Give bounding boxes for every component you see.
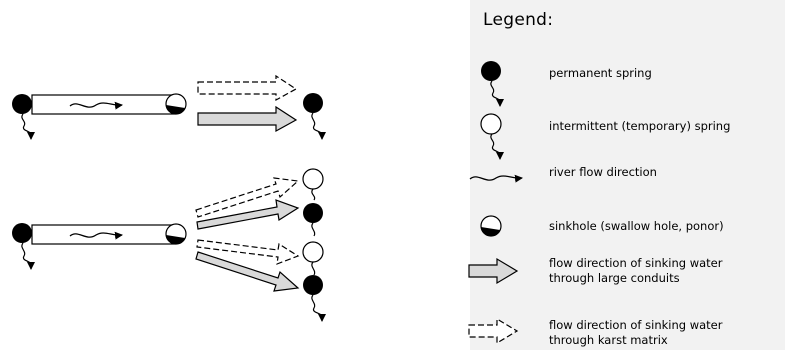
- karst-matrix-arrow-upper: [197, 74, 298, 102]
- large-conduit-arrow-1: [196, 199, 300, 230]
- karst-matrix-arrow-2: [196, 239, 300, 265]
- sinkhole-lower: [165, 223, 187, 245]
- karst-matrix-arrow-1: [195, 177, 300, 218]
- river-channel-upper: [31, 94, 176, 115]
- permanent-spring-2: [303, 275, 326, 322]
- legend-label-river-flow: river flow direction: [549, 165, 657, 179]
- legend-label-large-conduits-line2: through large conduits: [549, 271, 680, 285]
- permanent-spring-upper: [303, 93, 326, 140]
- legend-label-intermittent-spring: intermittent (temporary) spring: [549, 119, 731, 133]
- filled-spring-icon: [481, 61, 504, 107]
- intermittent-spring-1: [302, 168, 324, 201]
- legend-label-karst-matrix-line2: through karst matrix: [549, 333, 668, 347]
- legend-label-karst-matrix: flow direction of sinking water through …: [549, 318, 722, 348]
- scenario-upper: [12, 74, 326, 140]
- legend-label-permanent-spring: permanent spring: [549, 66, 652, 80]
- source-spring-upper: [12, 94, 35, 140]
- river-channel-lower: [31, 224, 176, 245]
- scenario-lower: [12, 168, 326, 322]
- source-spring-lower: [12, 223, 35, 270]
- dashed-flow-arrow-icon: [468, 317, 519, 345]
- large-conduit-arrow-2: [195, 251, 300, 292]
- large-conduit-arrow-upper: [197, 105, 298, 133]
- legend-label-large-conduits-line1: flow direction of sinking water: [549, 256, 723, 270]
- hollow-spring-icon: [480, 113, 504, 160]
- solid-flow-arrow-icon: [468, 257, 519, 285]
- legend-label-karst-matrix-line1: flow direction of sinking water: [549, 318, 723, 332]
- river-flow-arrow-upper: [69, 101, 123, 110]
- legend-label-sinkhole: sinkhole (swallow hole, ponor): [549, 219, 724, 233]
- wavy-arrow-icon: [469, 174, 523, 183]
- sinkhole-icon: [480, 215, 502, 237]
- legend-title: Legend:: [483, 10, 554, 30]
- intermittent-spring-2: [302, 241, 324, 276]
- legend-label-large-conduits: flow direction of sinking water through …: [549, 256, 722, 286]
- river-flow-arrow-lower: [69, 231, 123, 240]
- sinkhole-upper: [165, 93, 187, 115]
- permanent-spring-1: [303, 203, 323, 237]
